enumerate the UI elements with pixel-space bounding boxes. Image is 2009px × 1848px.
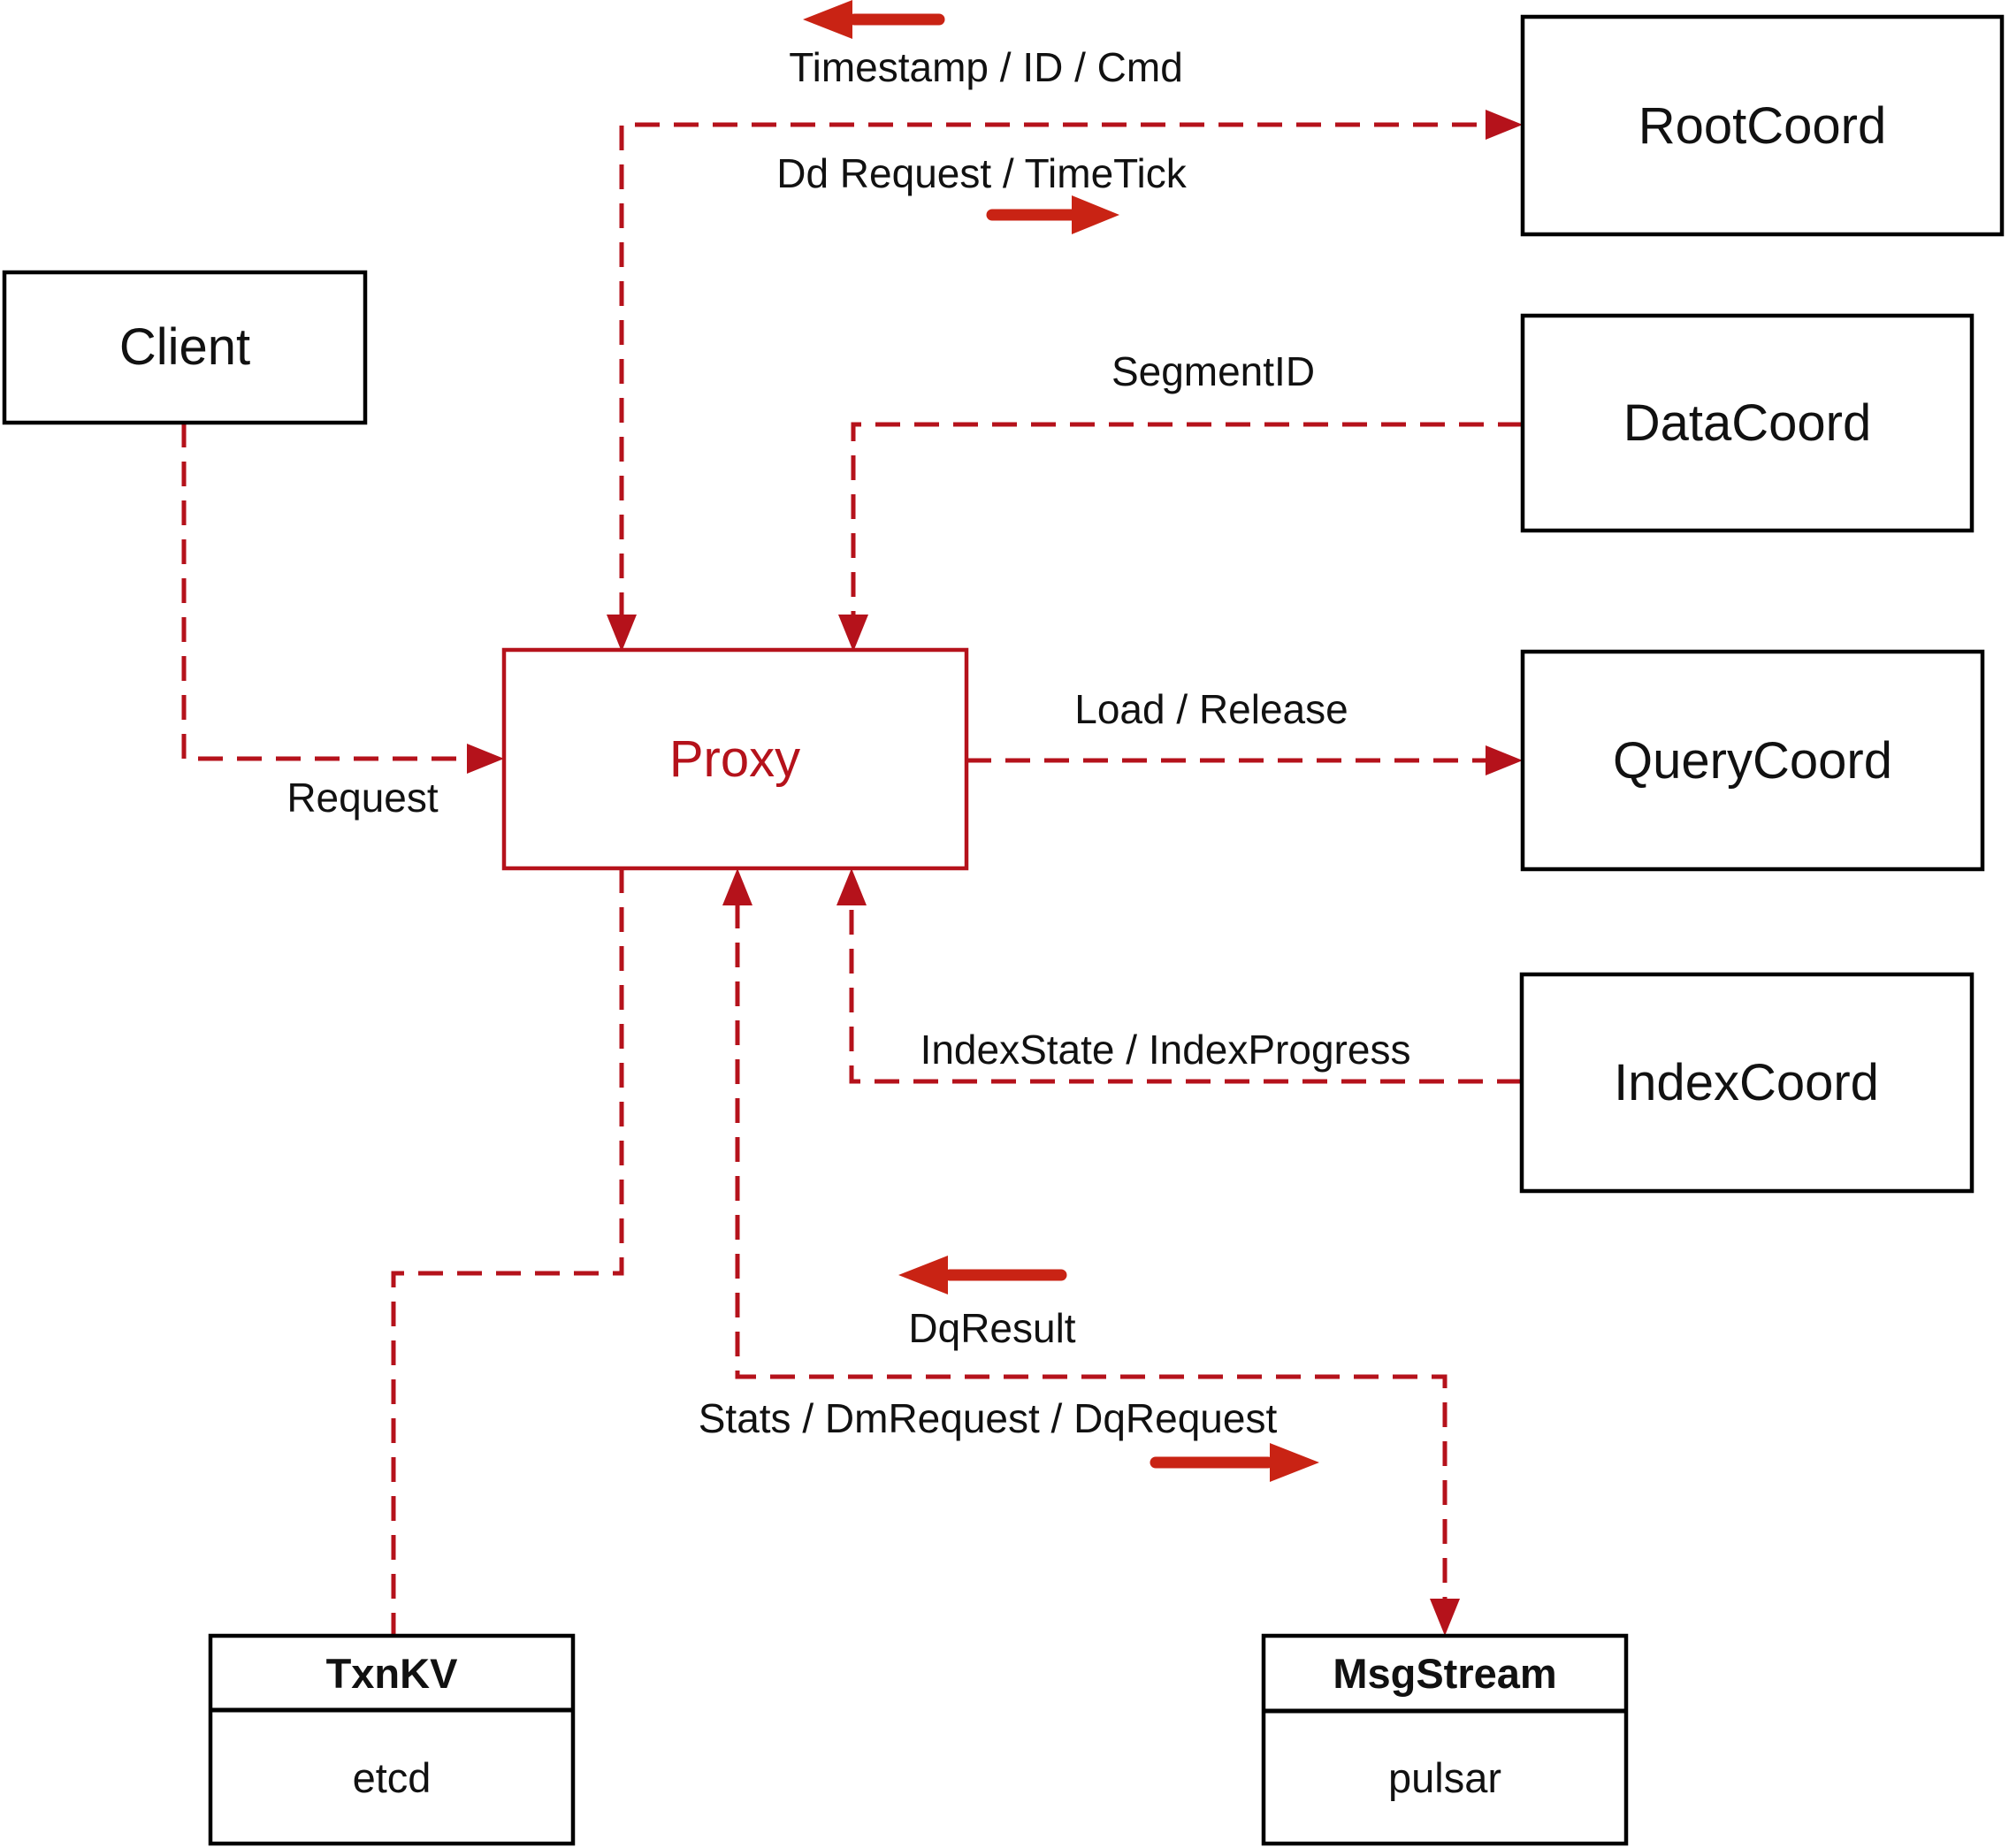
label-stats-dm-dq: Stats / DmRequest / DqRequest <box>699 1395 1278 1441</box>
arrowhead-into-rootcoord <box>1486 110 1523 140</box>
querycoord-box <box>1520 649 1985 872</box>
node-txnkv: TxnKV etcd <box>208 1633 576 1846</box>
datacoord-box <box>1520 313 1975 533</box>
msgstream-box <box>1261 1633 1629 1846</box>
proxy-label: Proxy <box>669 730 800 788</box>
left-arrow-timestamp-head <box>803 0 852 39</box>
arrowhead-into-proxy-top-right <box>838 615 868 652</box>
txnkv-title: TxnKV <box>326 1650 459 1697</box>
proxy-box <box>501 647 969 871</box>
node-indexcoord: IndexCoord <box>1519 972 1975 1194</box>
msgstream-title: MsgStream <box>1333 1650 1556 1697</box>
arrowhead-into-querycoord <box>1486 745 1523 775</box>
indexcoord-box <box>1519 972 1975 1194</box>
connectors <box>181 110 1523 1636</box>
querycoord-label: QueryCoord <box>1613 732 1892 790</box>
msgstream-impl: pulsar <box>1388 1754 1501 1801</box>
label-dq-result: DqResult <box>908 1305 1075 1351</box>
label-timestamp-id-cmd: Timestamp / ID / Cmd <box>789 44 1183 90</box>
node-client: Client <box>2 270 368 425</box>
rootcoord-box <box>1520 14 2005 237</box>
edge-proxy-rootcoord <box>619 122 1487 617</box>
arrowhead-into-proxy-left <box>467 744 504 774</box>
label-index-state: IndexState / IndexProgress <box>920 1027 1411 1073</box>
txnkv-box <box>208 1633 576 1846</box>
direction-arrows <box>803 0 1319 1482</box>
edge-proxy-msgstream <box>735 904 1448 1600</box>
txnkv-impl: etcd <box>353 1754 432 1801</box>
edge-client-proxy <box>181 423 469 761</box>
arrowhead-into-proxy-bottom-right <box>836 868 867 905</box>
arrowhead-into-proxy-bottom-left <box>722 868 752 905</box>
client-box <box>2 270 368 425</box>
label-dd-request-timetick: Dd Request / TimeTick <box>776 150 1188 196</box>
client-label: Client <box>119 318 250 376</box>
datacoord-label: DataCoord <box>1623 394 1871 452</box>
right-arrow-ddrequest-head <box>1072 195 1119 234</box>
edge-labels: Timestamp / ID / Cmd Dd Request / TimeTi… <box>286 44 1410 1441</box>
node-rootcoord: RootCoord <box>1520 14 2005 237</box>
indexcoord-label: IndexCoord <box>1614 1054 1879 1111</box>
edge-proxy-txnkv <box>391 868 624 1636</box>
left-arrow-dqresult-head <box>898 1256 948 1294</box>
label-load-release: Load / Release <box>1074 686 1348 732</box>
right-arrow-stats-head <box>1270 1443 1319 1482</box>
edge-datacoord-proxy <box>851 422 1523 616</box>
arrowhead-into-msgstream <box>1430 1599 1460 1636</box>
label-segment-id: SegmentID <box>1111 348 1315 394</box>
node-querycoord: QueryCoord <box>1520 649 1985 872</box>
rootcoord-label: RootCoord <box>1639 97 1886 155</box>
node-datacoord: DataCoord <box>1520 313 1975 533</box>
node-proxy: Proxy <box>501 647 969 871</box>
edge-indexcoord-proxy <box>849 904 1522 1084</box>
label-request: Request <box>286 775 439 821</box>
node-msgstream: MsgStream pulsar <box>1261 1633 1629 1846</box>
arrowhead-into-proxy-top-left <box>607 615 637 652</box>
